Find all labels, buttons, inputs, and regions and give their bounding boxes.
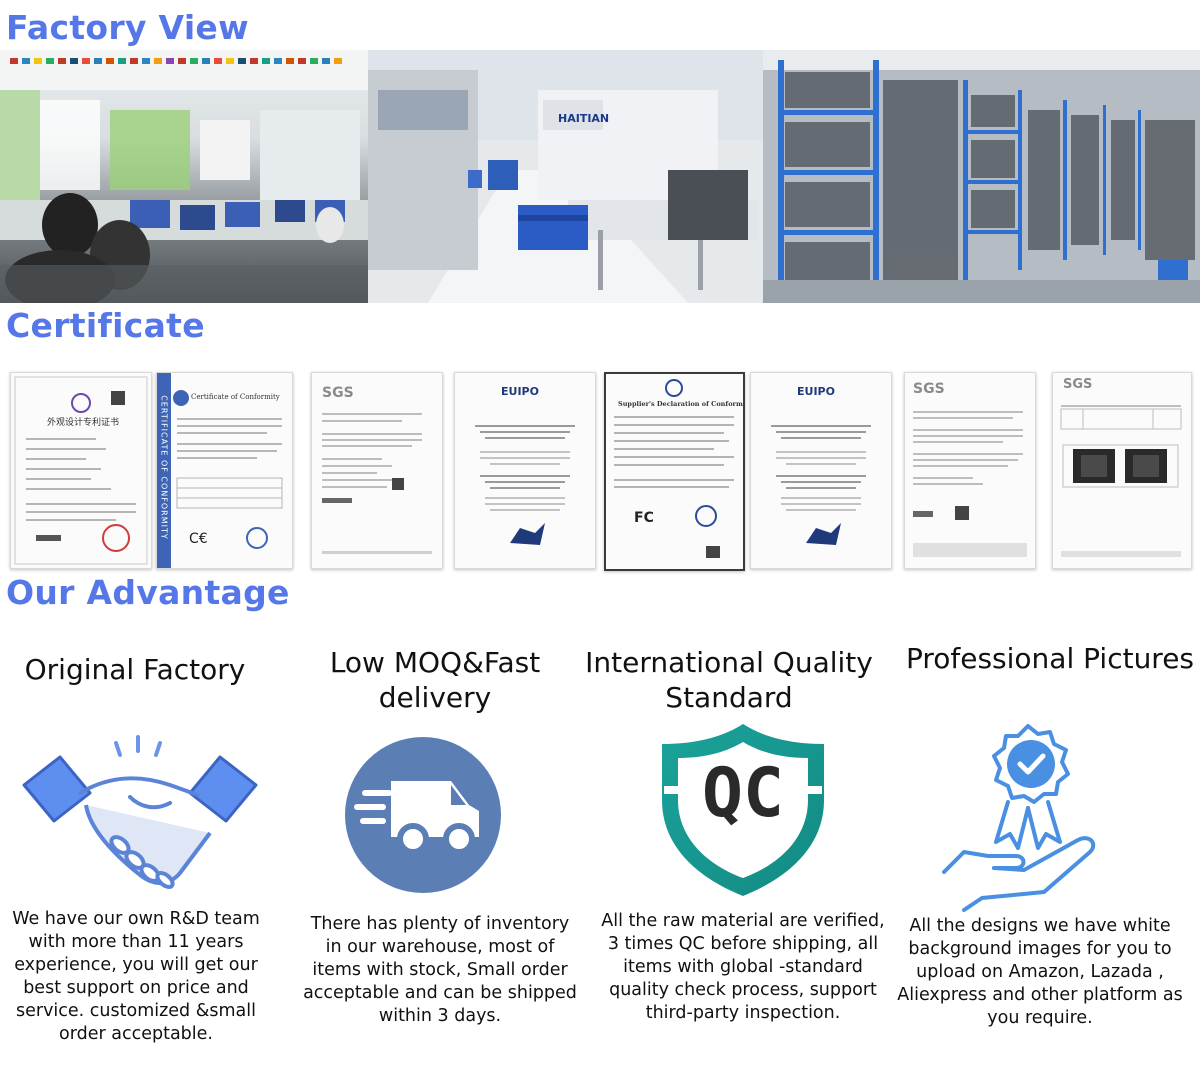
certificate-sgs-report-2: SGS	[904, 372, 1036, 569]
qc-shield-icon: QC	[658, 720, 828, 900]
advantage-title-low-moq: Low MOQ&Fast delivery	[329, 646, 541, 714]
handshake-icon	[20, 735, 260, 895]
advantage-desc-original-factory: We have our own R&D team with more than …	[12, 909, 260, 1044]
qc-text: QC	[702, 754, 784, 833]
sgs-logo: SGS	[322, 385, 354, 401]
certificate-euipo-2: EUIPO	[750, 372, 892, 569]
certificate-heading: 外观设计专利证书	[47, 418, 120, 428]
certificate-design-patent: 外观设计专利证书	[10, 372, 152, 569]
svg-text:FC: FC	[634, 510, 654, 526]
svg-text:C€: C€	[189, 531, 208, 547]
advantage-desc-low-moq: There has plenty of inventory in our war…	[303, 914, 577, 1026]
advantage-desc-quality-standard: All the raw material are verified, 3 tim…	[601, 911, 885, 1023]
certificate-sgs-report: SGS	[311, 372, 443, 569]
delivery-truck-icon	[343, 735, 503, 895]
certificate-heading: Supplier's Declaration of Conformity	[618, 400, 745, 408]
haitian-sign: HAITIAN	[558, 112, 609, 125]
sgs-logo: SGS	[913, 381, 945, 397]
advantage-title-professional-pictures: Professional Pictures	[905, 642, 1195, 675]
euipo-logo: EUIPO	[501, 385, 539, 398]
office-photo	[0, 50, 368, 303]
certificate-heading: Certificate of Conformity	[191, 393, 280, 401]
certificate-sgs-report-3: SGS	[1052, 372, 1192, 569]
advantage-title-original-factory: Original Factory	[24, 653, 246, 686]
our-advantage-title: Our Advantage	[6, 573, 290, 612]
certificate-title: Certificate	[6, 306, 205, 345]
production-line-photo: HAITIAN	[368, 50, 763, 303]
advantage-title-quality-standard: International Quality Standard	[585, 646, 873, 714]
factory-view-title: Factory View	[6, 8, 249, 47]
certificate-side-band	[157, 373, 171, 568]
warehouse-photo	[763, 50, 1200, 303]
award-hand-icon	[938, 722, 1108, 912]
sgs-logo: SGS	[1063, 377, 1093, 392]
certificate-of-conformity: C€ CERTIFICATE OF CONFORMITY Certificate…	[156, 372, 293, 569]
certificate-supplier-declaration: FC Supplier's Declaration of Conformity	[604, 372, 745, 571]
certificate-euipo: EUIPO	[454, 372, 596, 569]
certificate-side-text: CERTIFICATE OF CONFORMITY	[159, 395, 169, 540]
euipo-logo: EUIPO	[797, 385, 835, 398]
advantage-desc-professional-pictures: All the designs we have white background…	[897, 916, 1183, 1028]
